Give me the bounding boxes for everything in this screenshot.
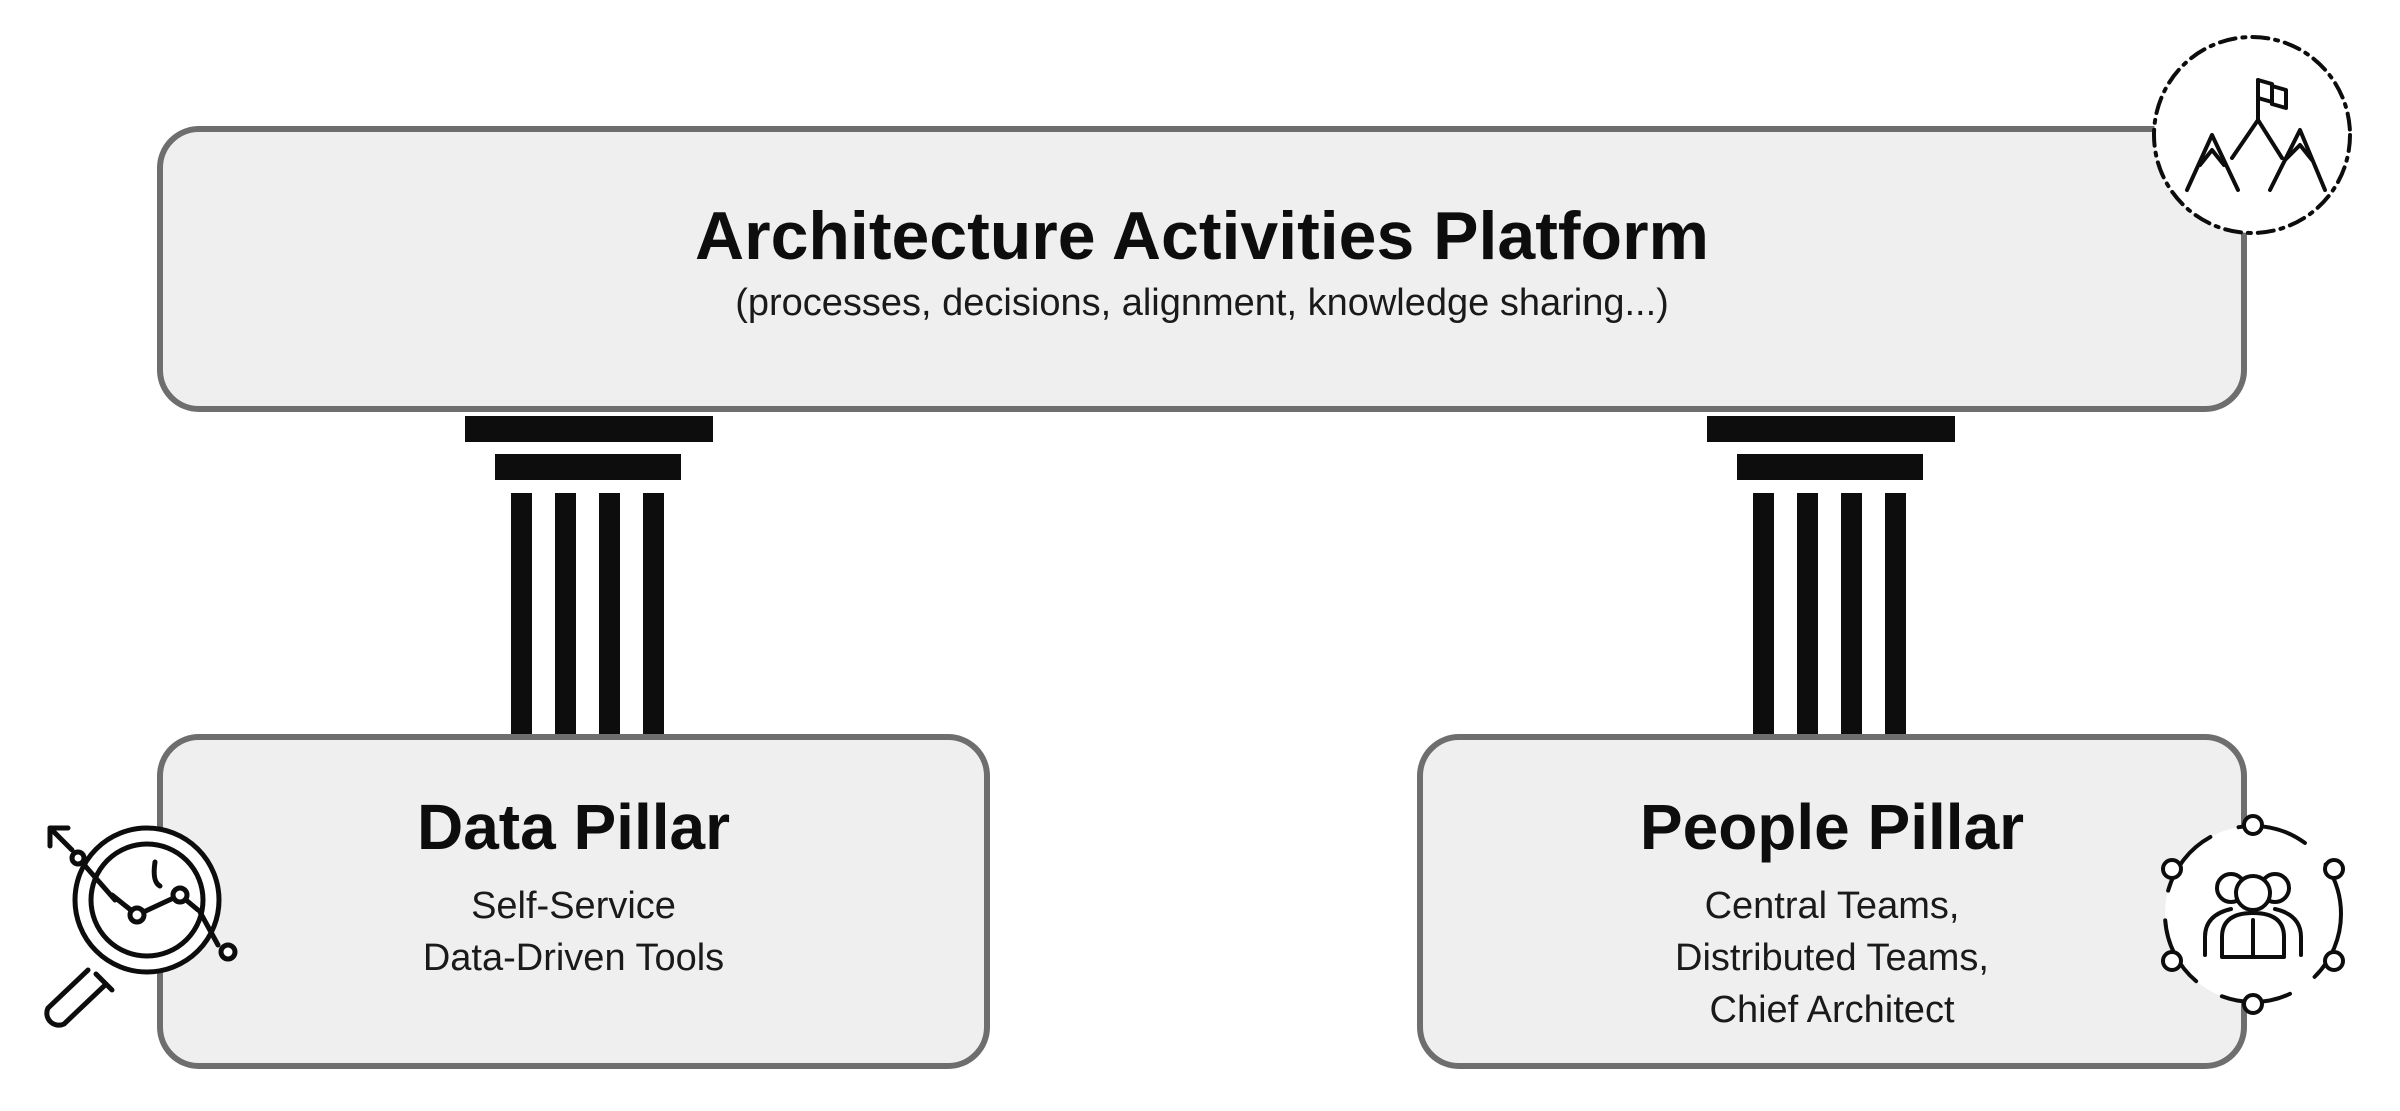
people-pillar-title: People Pillar (1639, 791, 2025, 863)
platform-subtitle: (processes, decisions, alignment, knowle… (735, 282, 1669, 325)
data-pillar-title: Data Pillar (416, 791, 731, 863)
people-pillar-box: People Pillar Central Teams, Distributed… (1417, 734, 2247, 1069)
right-pillar-column (1707, 416, 1955, 738)
data-pillar-line: Self-Service (471, 885, 676, 928)
people-pillar-line: Chief Architect (1709, 989, 1955, 1032)
platform-title: Architecture Activities Platform (695, 197, 1709, 274)
data-pillar-line: Data-Driven Tools (422, 937, 725, 980)
data-pillar-box: Data Pillar Self-Service Data-Driven Too… (157, 734, 990, 1069)
left-pillar-column (465, 416, 713, 738)
platform-box: Architecture Activities Platform (proces… (157, 126, 2247, 412)
people-pillar-line: Central Teams, (1704, 885, 1960, 928)
people-pillar-line: Distributed Teams, (1675, 937, 1989, 980)
